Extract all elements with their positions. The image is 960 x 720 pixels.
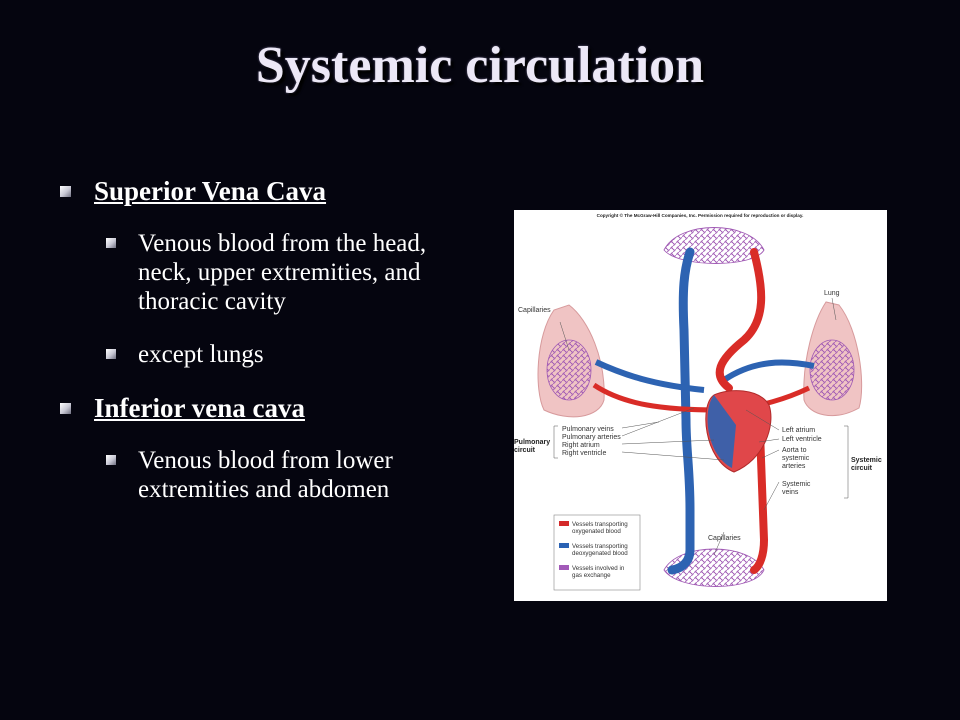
lung-capillaries-right <box>810 340 854 400</box>
sub-bullet-text: Venous blood from lower extremities and … <box>138 447 393 503</box>
label-systemic-veins-2: veins <box>782 489 799 496</box>
upper-body-capillaries <box>664 228 764 264</box>
circulation-diagram: Copyright © The McGraw-Hill Companies, I… <box>514 210 887 601</box>
label-aorta-3: arteries <box>782 463 806 470</box>
bullet-square-icon <box>106 455 116 465</box>
label-right-atrium: Right atrium <box>562 442 600 449</box>
label-lung: Lung <box>824 290 840 297</box>
diagram-legend: Vessels transporting oxygenated blood Ve… <box>554 515 640 590</box>
label-aorta: Aorta to <box>782 447 807 454</box>
legend-text: oxygenated blood <box>572 528 621 535</box>
sub-bullet: Venous blood from lower extremities and … <box>106 446 480 504</box>
label-pulmonary-circuit: Pulmonary <box>514 439 550 446</box>
legend-text: Vessels transporting <box>572 543 628 550</box>
pulmonary-artery-right <box>724 363 814 380</box>
sub-bullet-text: Venous blood from the head, neck, upper … <box>138 230 426 315</box>
label-systemic-circuit: Systemic <box>851 457 882 464</box>
sub-bullet-text: except lungs <box>138 341 264 368</box>
bullet-square-icon <box>60 186 71 197</box>
lung-capillaries-left <box>547 340 591 400</box>
bullet-list: Superior Vena Cava Venous blood from the… <box>60 176 480 528</box>
label-aorta-2: systemic <box>782 455 810 462</box>
pulmonary-bracket <box>554 426 558 458</box>
legend-swatch-gas-exchange <box>559 565 569 570</box>
legend-text: Vessels involved in <box>572 565 625 572</box>
circulation-diagram-svg: Copyright © The McGraw-Hill Companies, I… <box>514 210 887 601</box>
bullet-heading: Superior Vena Cava <box>94 176 326 206</box>
legend-text: deoxygenated blood <box>572 550 628 557</box>
label-left-atrium: Left atrium <box>782 427 815 434</box>
bullet-superior-vena-cava: Superior Vena Cava <box>60 176 480 207</box>
legend-swatch-oxygenated <box>559 521 569 526</box>
label-left-ventricle: Left ventricle <box>782 436 822 443</box>
bullet-square-icon <box>60 403 71 414</box>
bullet-square-icon <box>106 349 116 359</box>
label-systemic-veins: Systemic <box>782 481 811 488</box>
legend-text: Vessels transporting <box>572 521 628 528</box>
label-pulmonary-veins: Pulmonary veins <box>562 426 614 433</box>
label-pulmonary-arteries: Pulmonary arteries <box>562 434 621 441</box>
systemic-bracket <box>844 426 848 498</box>
label-pulmonary-circuit-2: circuit <box>514 447 536 454</box>
bullet-inferior-vena-cava: Inferior vena cava <box>60 393 480 424</box>
copyright-text: Copyright © The McGraw-Hill Companies, I… <box>597 212 804 218</box>
label-right-ventricle: Right ventricle <box>562 450 606 457</box>
sub-bullet: Venous blood from the head, neck, upper … <box>106 229 480 316</box>
sub-bullet: except lungs <box>106 340 480 369</box>
legend-text: gas exchange <box>572 572 611 579</box>
label-capillaries-top: Capillaries <box>518 307 551 314</box>
label-capillaries-bottom: Capillaries <box>708 535 741 542</box>
slide-title: Systemic circulation <box>0 36 960 95</box>
legend-swatch-deoxygenated <box>559 543 569 548</box>
bullet-square-icon <box>106 238 116 248</box>
label-systemic-circuit-2: circuit <box>851 465 873 472</box>
bullet-heading: Inferior vena cava <box>94 393 305 423</box>
